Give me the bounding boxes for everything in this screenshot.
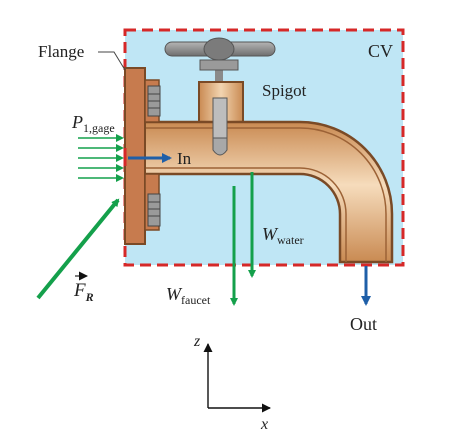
force-label: FR <box>73 271 94 304</box>
flange-label: Flange <box>38 42 84 61</box>
bolt-lower <box>147 193 161 227</box>
water-weight-label: Wwater <box>262 224 304 247</box>
faucet-weight-label: Wfaucet <box>166 284 211 307</box>
water-weight-label-main: W <box>262 224 279 244</box>
pressure-label-sub: 1,gage <box>83 121 115 135</box>
water-weight-label-sub: water <box>277 233 304 247</box>
handle-hub <box>203 37 235 61</box>
force-label-sub: R <box>85 290 94 304</box>
reaction-force-arrow <box>36 198 120 300</box>
x-axis-label: x <box>260 416 268 433</box>
cv-label: CV <box>368 41 393 61</box>
handle-collar <box>199 59 239 71</box>
z-axis-label: z <box>193 333 201 350</box>
spigot-stem <box>215 56 223 86</box>
pressure-arrows <box>78 134 124 182</box>
faucet-weight-label-sub: faucet <box>181 293 211 307</box>
valve-tip <box>212 137 228 156</box>
pressure-label: P1,gage <box>71 112 115 135</box>
inlet-label: In <box>177 149 192 168</box>
valve-plug <box>212 97 228 139</box>
faucet-pipe <box>138 120 394 264</box>
faucet-weight-label-main: W <box>166 284 183 304</box>
flange-leader-line <box>98 51 126 71</box>
pressure-label-main: P <box>71 112 83 132</box>
coordinate-axes <box>203 343 271 413</box>
pipe-inner-wall-bottom <box>140 167 347 262</box>
pipe-inner-wall-top <box>140 127 387 262</box>
outlet-label: Out <box>350 314 377 334</box>
bolt-upper <box>147 85 161 117</box>
force-label-main: FR <box>73 280 94 304</box>
spigot-label: Spigot <box>262 81 307 100</box>
force-label-main-text: F <box>73 280 86 301</box>
flange-plate <box>124 67 146 245</box>
